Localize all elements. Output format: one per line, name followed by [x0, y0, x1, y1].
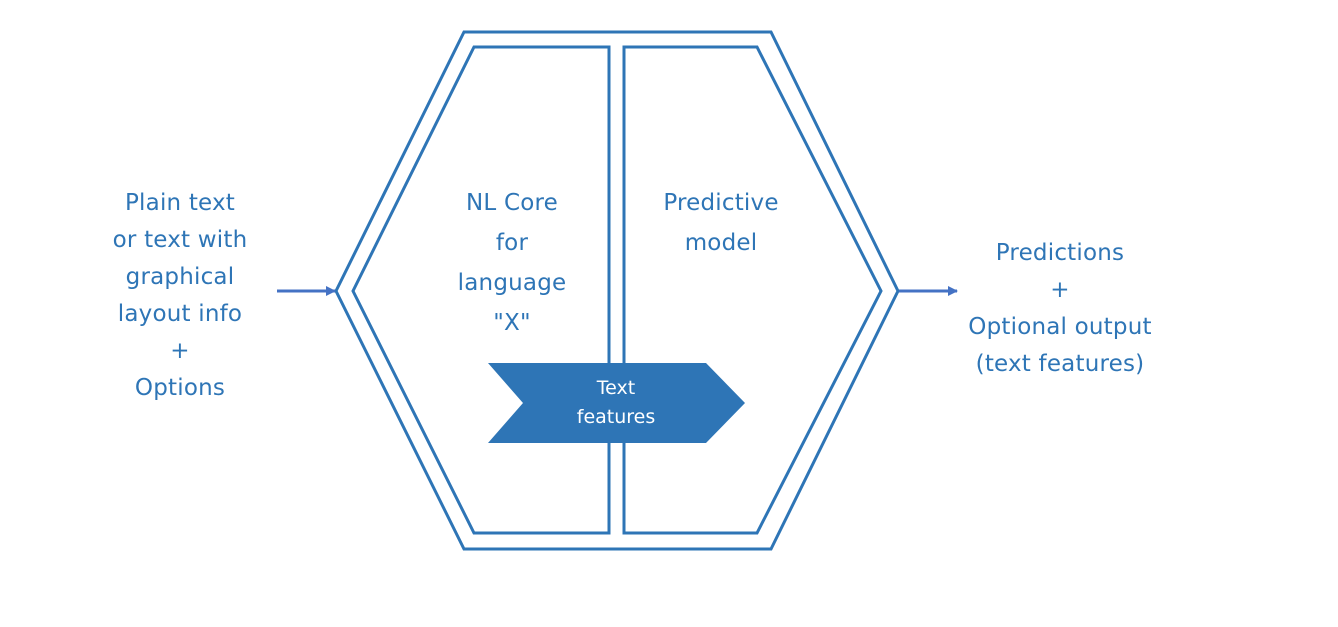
input-line: graphical: [125, 264, 235, 290]
nl-core-label: NL Core for language "X": [412, 183, 612, 343]
input-line: Plain text: [124, 190, 236, 216]
input-line: +: [170, 338, 190, 364]
output-line: +: [1050, 277, 1070, 303]
text-features-line: features: [576, 406, 656, 428]
predictive-model-panel: [622, 45, 883, 535]
nl-core-panel: [351, 45, 611, 535]
predictive-model-line: Predictive: [663, 190, 779, 216]
nl-core-line: NL Core: [466, 190, 558, 216]
input-label: Plain text or text with graphical layout…: [60, 185, 300, 407]
predictive-model-line: model: [684, 230, 758, 256]
output-line: Predictions: [995, 240, 1125, 266]
nl-core-line: for: [495, 230, 529, 256]
outer-hexagon: [334, 30, 900, 551]
nl-core-line: "X": [493, 310, 531, 336]
output-label: Predictions + Optional output (text feat…: [920, 235, 1200, 383]
input-line: or text with: [112, 227, 248, 253]
predictive-model-label: Predictive model: [621, 183, 821, 263]
text-features-chevron: [488, 363, 745, 443]
input-line: layout info: [117, 301, 243, 327]
output-line: (text features): [975, 351, 1145, 377]
text-features-line: Text: [596, 377, 636, 399]
output-line: Optional output: [968, 314, 1152, 340]
input-line: Options: [134, 375, 226, 401]
text-features-label: Text features: [536, 374, 696, 432]
nl-core-line: language: [457, 270, 567, 296]
